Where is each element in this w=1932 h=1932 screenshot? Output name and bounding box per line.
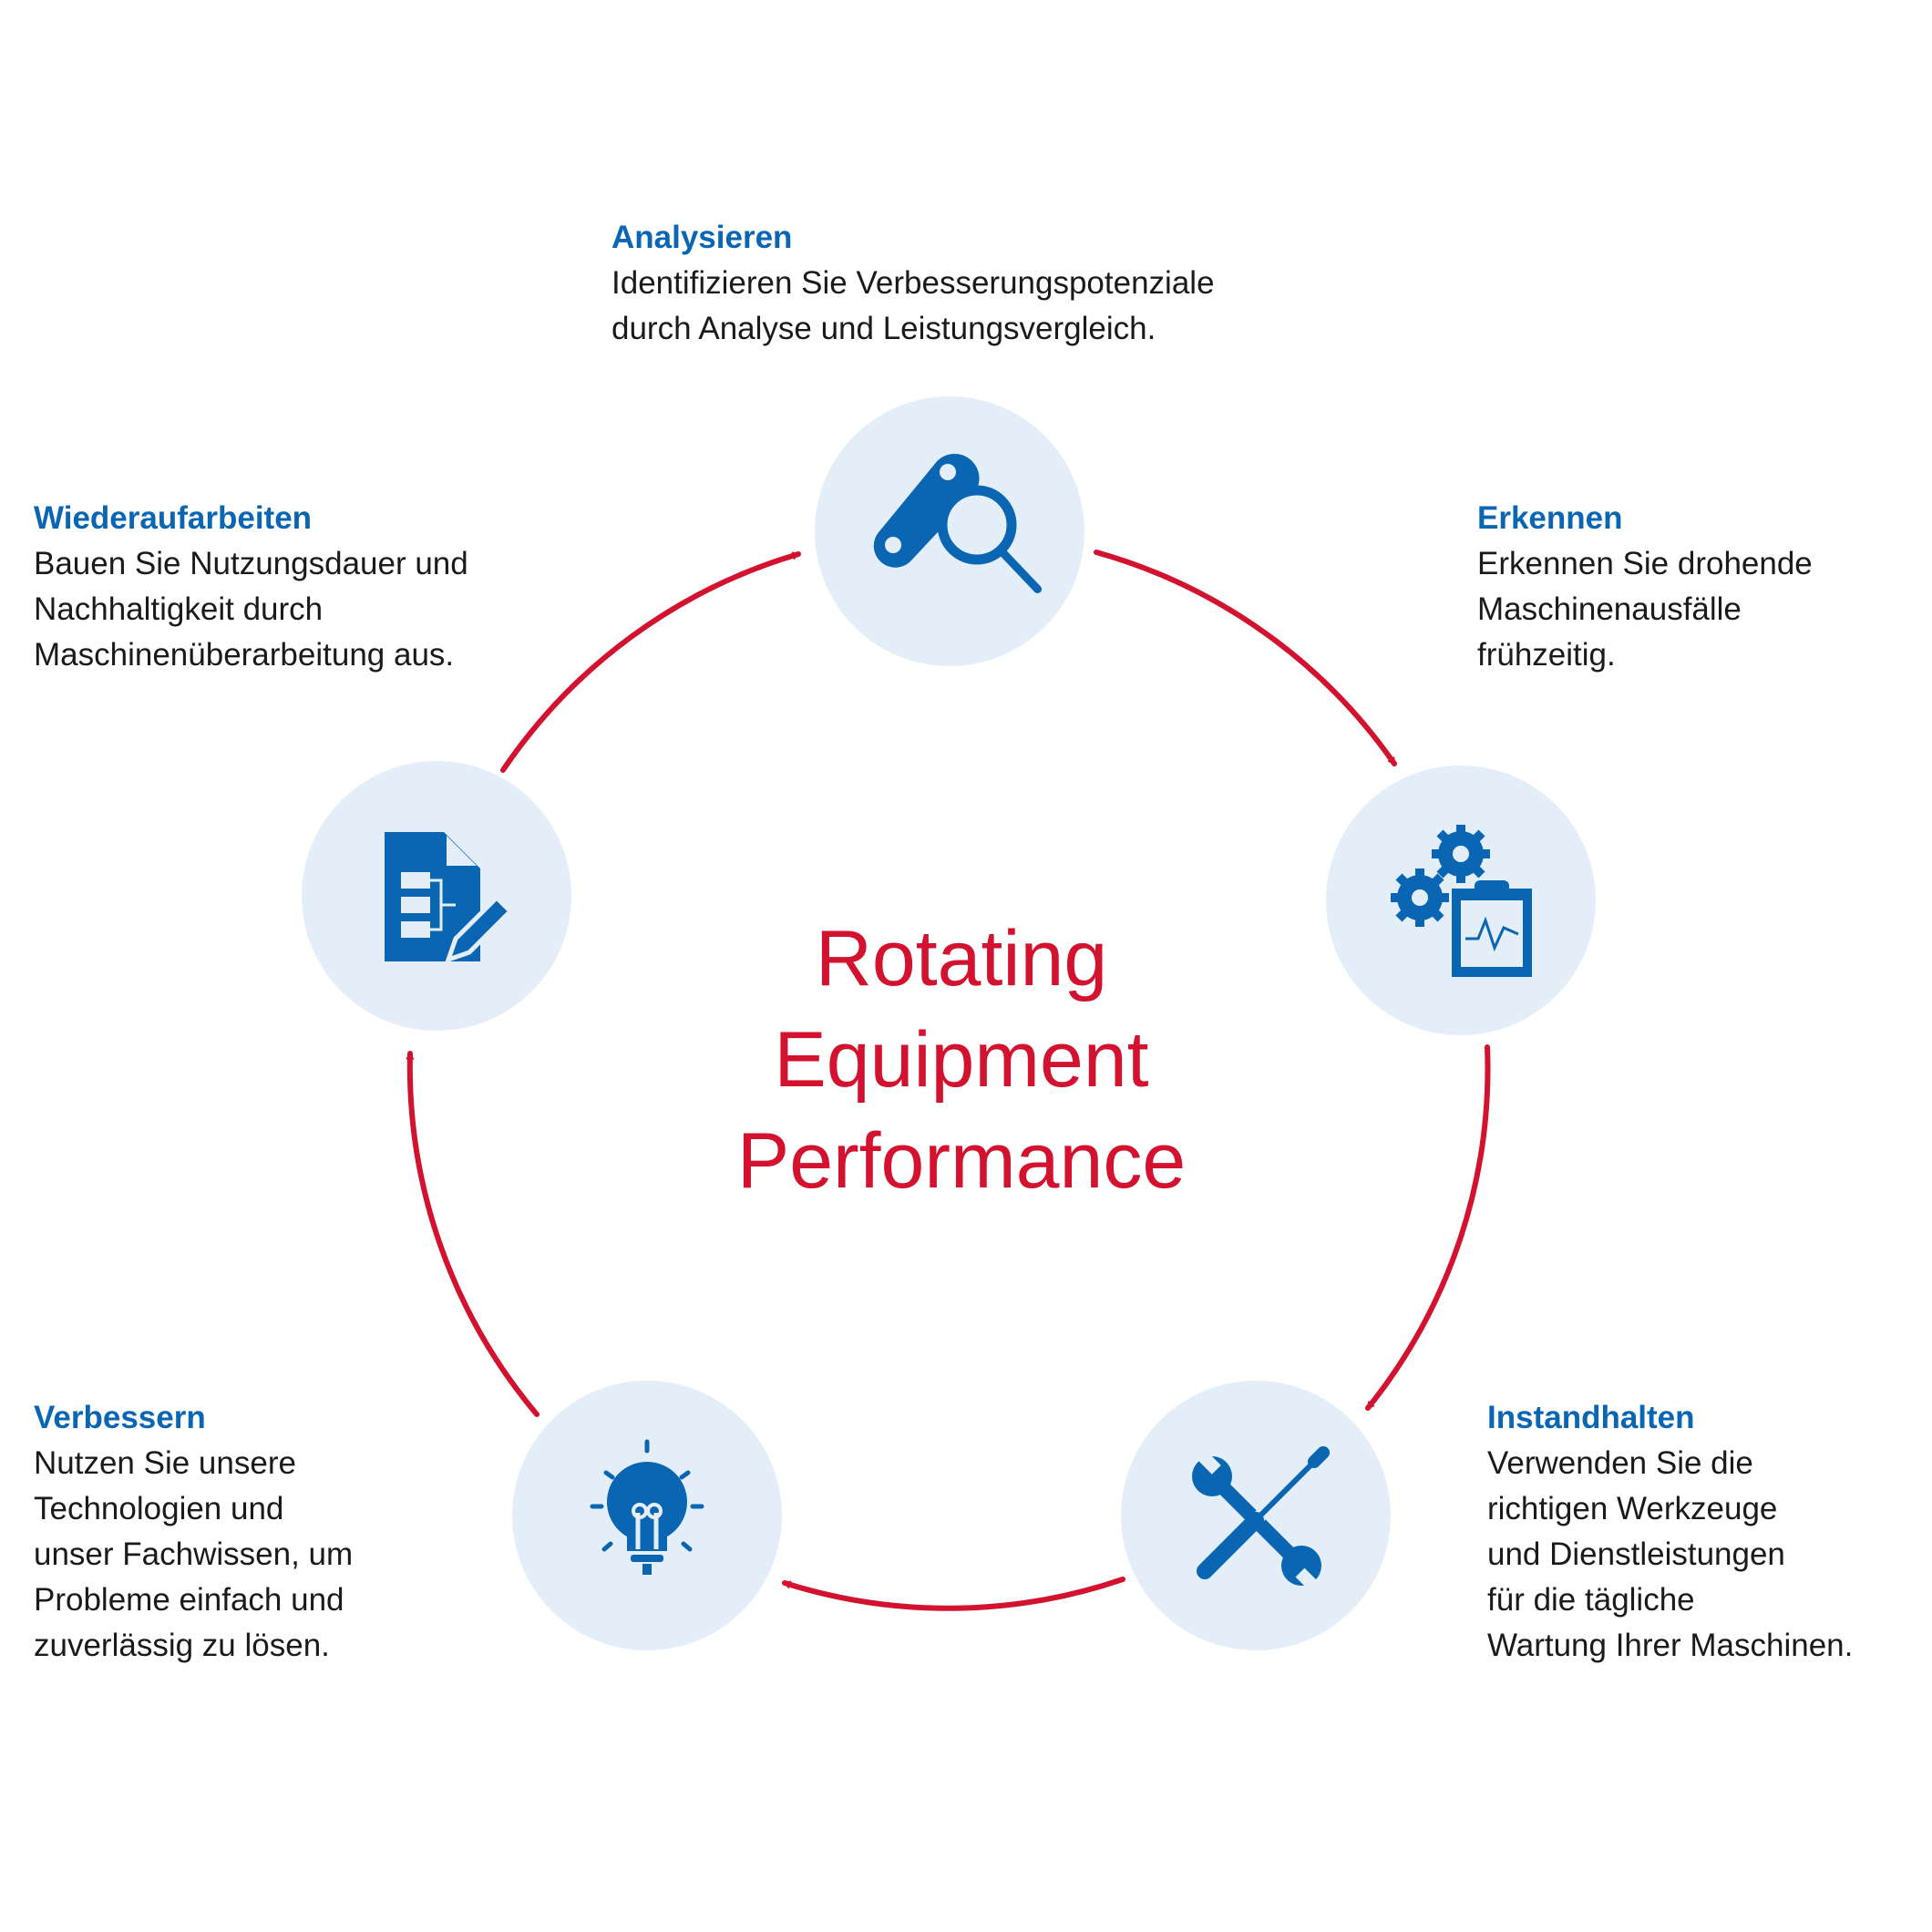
step-text: frühzeitig. bbox=[1477, 637, 1616, 673]
step-text: Verwenden Sie die bbox=[1487, 1445, 1753, 1481]
arrow-analysieren-to-erkennen bbox=[1094, 550, 1397, 766]
step-text: Wartung Ihrer Maschinen. bbox=[1487, 1628, 1854, 1663]
lightbulb-icon bbox=[590, 1439, 704, 1575]
step-text: Maschinenausfälle bbox=[1477, 591, 1742, 627]
wrench-screwdriver-icon bbox=[1192, 1446, 1330, 1593]
step-text: Nachhaltigkeit durch bbox=[34, 591, 324, 627]
step-erkennen: Erkennen Erkennen Sie drohende Maschinen… bbox=[1477, 496, 1813, 678]
arrow-instandhalten-to-verbessern bbox=[782, 1577, 1125, 1611]
step-text: Probleme einfach und bbox=[34, 1582, 344, 1618]
magnifier-belt-icon bbox=[873, 453, 1043, 594]
arrow-verbessern-to-wiederaufarbeiten bbox=[406, 1051, 540, 1417]
step-instandhalten: Instandhalten Verwenden Sie die richtige… bbox=[1487, 1395, 1853, 1669]
step-wiederaufarbeiten: Wiederaufarbeiten Bauen Sie Nutzungsdaue… bbox=[34, 496, 468, 678]
step-analysieren: Analysieren Identifizieren Sie Verbesser… bbox=[611, 215, 1215, 352]
title-line: Performance bbox=[736, 1117, 1187, 1205]
step-text: Nutzen Sie unsere bbox=[34, 1445, 296, 1481]
step-text: Maschinenüberarbeitung aus. bbox=[34, 637, 455, 673]
title-line: Rotating bbox=[815, 915, 1108, 1002]
step-text: zuverlässig zu lösen. bbox=[34, 1628, 330, 1663]
step-verbessern: Verbessern Nutzen Sie unsere Technologie… bbox=[34, 1395, 353, 1669]
step-title: Erkennen bbox=[1477, 500, 1623, 536]
step-title: Instandhalten bbox=[1487, 1400, 1695, 1435]
step-text: und Dienstleistungen bbox=[1487, 1536, 1785, 1572]
step-text: richtigen Werkzeuge bbox=[1487, 1491, 1778, 1526]
step-title: Analysieren bbox=[611, 220, 793, 255]
step-text: unser Fachwissen, um bbox=[34, 1536, 354, 1572]
step-text: Erkennen Sie drohende bbox=[1477, 546, 1813, 581]
step-title: Wiederaufarbeiten bbox=[34, 500, 313, 536]
step-text: für die tägliche bbox=[1487, 1582, 1695, 1618]
arrow-wiederaufarbeiten-to-analysieren bbox=[500, 551, 801, 773]
step-text: Technologien und bbox=[34, 1491, 284, 1526]
step-text: durch Analyse und Leistungsvergleich. bbox=[611, 311, 1156, 346]
document-edit-icon bbox=[385, 832, 514, 964]
step-title: Verbessern bbox=[34, 1400, 206, 1435]
title-line: Equipment bbox=[774, 1016, 1149, 1104]
diagram-title: Rotating Equipment Performance bbox=[597, 909, 1326, 1212]
arrow-erkennen-to-instandhalten bbox=[1365, 1044, 1491, 1411]
gears-clipboard-icon bbox=[1391, 825, 1532, 977]
step-text: Identifizieren Sie Verbesserungspotenzia… bbox=[611, 265, 1215, 301]
step-text: Bauen Sie Nutzungsdauer und bbox=[34, 546, 468, 581]
